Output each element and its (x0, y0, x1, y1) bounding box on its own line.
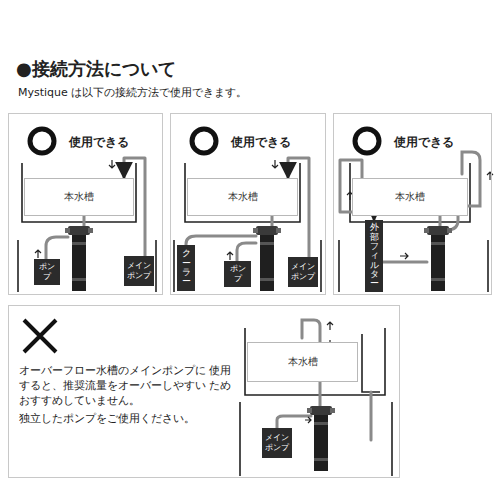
diagram-title: ●接続方法について (16, 58, 176, 80)
panel-note: 独立したポンプをご使用ください。 (19, 411, 237, 426)
ng-cross (24, 320, 56, 352)
main-tank: 本水槽 (187, 178, 298, 216)
pump-box: メインポンプ (124, 256, 154, 286)
pump-box: メインポンプ (262, 428, 292, 458)
usage-panel: 使用できる本水槽ポンプ メインポンプ (8, 113, 163, 295)
tank-label: 本水槽 (288, 355, 318, 369)
tank-label: 本水槽 (64, 190, 94, 204)
pump-box: メインポンプ (288, 257, 318, 287)
pump-box: ポンプ (224, 261, 251, 287)
tank-walls (18, 163, 488, 476)
usage-status: 使用できる (231, 135, 291, 149)
pump-label: メインポンプ (290, 262, 316, 282)
pump-label: メインポンプ (264, 433, 290, 453)
equipment-box: 外部フィルター (365, 220, 383, 292)
main-tank: 本水槽 (24, 178, 134, 216)
mystique-filter (65, 226, 452, 471)
pump-box: ポンプ (34, 259, 60, 285)
ok-circle (30, 129, 379, 153)
main-tank: 本水槽 (352, 178, 468, 216)
usage-panel: 使用できる本水槽外部フィルター (333, 113, 492, 295)
tank-label: 本水槽 (228, 190, 258, 204)
panel-note: オーバーフロー水槽のメインポンプに 使用すると、推奨流量をオーバーしやすい ため… (19, 363, 237, 408)
equipment-label: クーラー (182, 249, 191, 286)
main-tank: 本水槽 (247, 342, 358, 382)
usage-status: 使用できる (394, 135, 454, 149)
usage-status: 使用できる (69, 135, 129, 149)
equipment-box: クーラー (177, 245, 195, 291)
pump-label: ポンプ (226, 264, 249, 284)
usage-panel: オーバーフロー水槽のメインポンプに 使用すると、推奨流量をオーバーしやすい ため… (8, 305, 400, 478)
equipment-label: 外部フィルター (370, 223, 379, 288)
pump-label: ポンプ (36, 262, 58, 282)
usage-panel: 使用できる本水槽クーラー ポンプ メインポンプ (170, 113, 326, 295)
subtitle-note: Mystique は以下の接続方法で使用できます。 (18, 86, 247, 100)
tank-label: 本水槽 (395, 190, 425, 204)
pump-label: メインポンプ (126, 261, 152, 281)
